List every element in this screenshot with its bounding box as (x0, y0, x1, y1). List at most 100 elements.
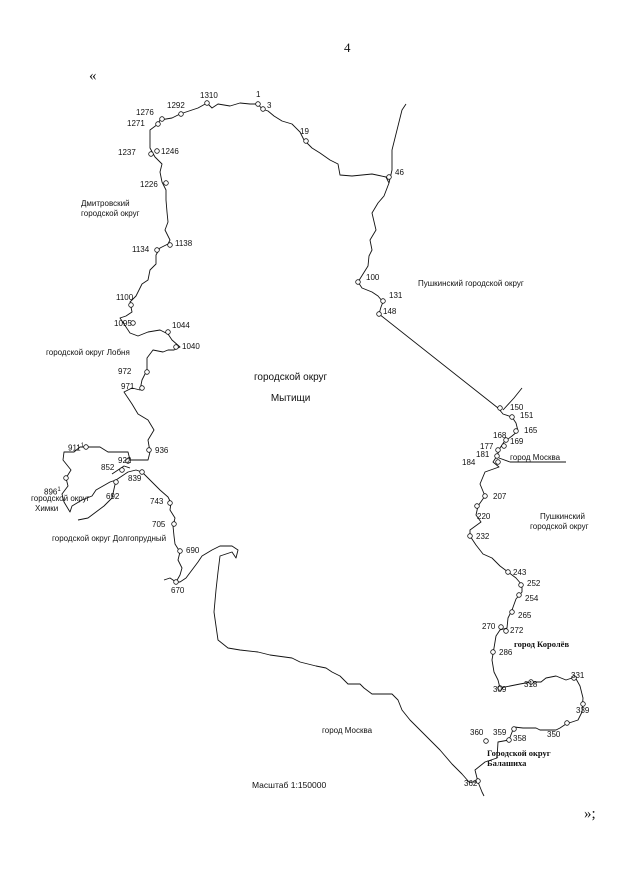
page-number: 4 (344, 40, 351, 55)
point-265 (509, 609, 515, 615)
point-350 (564, 720, 570, 726)
label-dmitrov: Дмитровский городской округ (81, 199, 140, 219)
point-label-705: 705 (152, 520, 166, 529)
point-690 (177, 548, 183, 554)
point-label-150: 150 (510, 403, 524, 412)
point-165 (513, 428, 519, 434)
mytishchi-boundary (61, 102, 584, 783)
point-1237 (148, 151, 154, 157)
point-852 (119, 467, 125, 473)
point-362 (475, 778, 481, 784)
point-911 (83, 444, 89, 450)
point-label-911: 9111 (68, 441, 84, 454)
point-label-896-number: 896 (44, 487, 58, 497)
label-khimki: городской округ Химки (31, 494, 90, 514)
label-khimki-line1: городской округ (31, 494, 90, 503)
label-korolev: город Королёв (514, 639, 570, 649)
label-lobnya: городской округ Лобня (46, 348, 130, 357)
point-label-1310: 1310 (200, 91, 218, 100)
point-168 (503, 437, 509, 443)
point-label-19: 19 (300, 127, 309, 136)
point-label-690: 690 (186, 546, 200, 555)
point-270 (498, 624, 504, 630)
label-mytishchi-line2: Мытищи (270, 393, 311, 404)
point-936 (146, 447, 152, 453)
label-moscow-south: город Москва (322, 726, 373, 735)
point-331 (571, 675, 577, 681)
label-pushkino-mid: Пушкинский городской округ (530, 512, 589, 532)
point-670 (173, 579, 179, 585)
point-243 (505, 569, 511, 575)
label-dmitrov-line1: Дмитровский (81, 199, 130, 208)
point-839 (139, 469, 145, 475)
point-922 (125, 458, 131, 464)
label-balashikha-line1: Городской округ (487, 748, 551, 758)
point-label-360: 360 (470, 728, 484, 737)
point-label-1271: 1271 (127, 119, 145, 128)
point-label-852: 852 (101, 463, 115, 472)
boundary-spur-se (477, 781, 485, 797)
point-339 (580, 701, 586, 707)
point-label-350: 350 (547, 730, 561, 739)
point-label-286: 286 (499, 648, 513, 657)
point-46 (386, 174, 392, 180)
point-896 (63, 475, 69, 481)
point-label-971: 971 (121, 382, 135, 391)
point-label-243: 243 (513, 568, 527, 577)
point-label-936: 936 (155, 446, 169, 455)
scale-label: Масштаб 1:150000 (252, 780, 327, 790)
point-232 (467, 533, 473, 539)
point-1310 (204, 100, 210, 106)
point-label-100: 100 (366, 273, 380, 282)
point-label-358: 358 (513, 734, 527, 743)
point-label-1276: 1276 (136, 108, 154, 117)
point-label-896: 8961 (44, 485, 61, 498)
point-label-270: 270 (482, 622, 496, 631)
point-label-743: 743 (150, 497, 164, 506)
point-label-168: 168 (493, 431, 507, 440)
point-label-1040: 1040 (182, 342, 200, 351)
boundary-spur-ne (388, 103, 407, 184)
point-743 (167, 500, 173, 506)
point-100 (355, 279, 361, 285)
point-184 (495, 459, 501, 465)
point-1292 (178, 111, 184, 117)
point-label-254: 254 (525, 594, 539, 603)
point-177 (495, 447, 501, 453)
point-150 (497, 405, 503, 411)
point-1134 (154, 247, 160, 253)
point-220 (474, 503, 480, 509)
boundary-spur-e (502, 387, 523, 411)
label-pushkino-mid-line2: городской округ (530, 522, 589, 531)
point-1095 (130, 320, 136, 326)
point-148 (376, 311, 382, 317)
point-label-220: 220 (477, 512, 491, 521)
point-1226 (163, 180, 169, 186)
point-19 (303, 138, 309, 144)
label-balashikha-line2: Балашиха (487, 758, 527, 768)
point-label-362: 362 (464, 779, 478, 788)
point-label-265: 265 (518, 611, 532, 620)
point-label-331: 331 (571, 671, 585, 680)
point-309 (497, 685, 503, 691)
boundary-spur-moscow (498, 457, 566, 463)
point-705 (171, 521, 177, 527)
point-label-184: 184 (462, 458, 476, 467)
point-label-151: 151 (520, 411, 534, 420)
point-1100 (128, 302, 134, 308)
point-label-252: 252 (527, 579, 541, 588)
point-358 (506, 737, 512, 743)
point-label-3: 3 (267, 101, 272, 110)
label-dolgoprudny: городской округ Долгопрудный (52, 534, 167, 543)
point-1138 (167, 242, 173, 248)
boundary-spur-khimki (77, 479, 117, 521)
point-1040 (173, 344, 179, 350)
point-label-1292: 1292 (167, 101, 185, 110)
point-252 (518, 582, 524, 588)
point-label-1138: 1138 (175, 239, 193, 248)
label-mytishchi-line1: городской округ (254, 372, 328, 383)
label-dmitrov-line2: городской округ (81, 209, 140, 218)
point-label-1095: 1095 (114, 319, 132, 328)
point-label-911-number: 911 (68, 443, 81, 453)
